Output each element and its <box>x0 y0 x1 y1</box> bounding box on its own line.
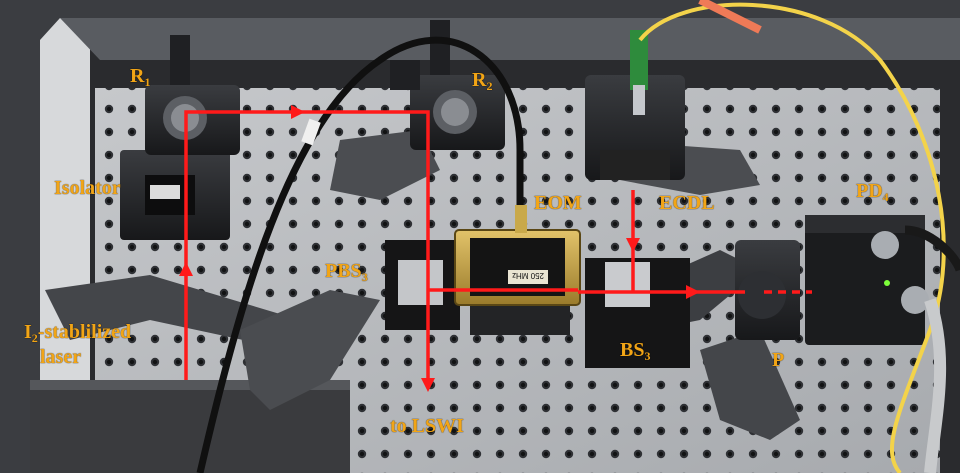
laser-i-base: I <box>24 321 32 343</box>
fiber-cable-yellow <box>638 2 946 473</box>
eom-frequency-text: 250 MHz <box>512 271 544 280</box>
label-pbs3: PBS3 <box>325 261 368 283</box>
bs3-base: BS <box>620 339 645 361</box>
label-to-lswi: to LSWI <box>390 416 464 436</box>
laser-rest: -stablilized <box>37 321 132 343</box>
label-isolator: Isolator <box>54 178 121 198</box>
laser-line-2: laser <box>24 345 131 369</box>
r1-sub: 1 <box>144 75 151 89</box>
laser-i-sub: 2 <box>31 331 38 345</box>
label-laser-source: I2-stablilized laser <box>24 320 131 369</box>
lswi-text: to LSWI <box>390 415 464 437</box>
ecdl-text: ECDL <box>659 192 715 214</box>
clamp-fork-bottom <box>240 290 380 410</box>
cable-gray <box>924 298 947 473</box>
label-bs3: BS3 <box>620 340 650 362</box>
label-r2: R2 <box>472 70 492 92</box>
label-ecdl: ECDL <box>659 193 715 213</box>
label-pd4: PD4 <box>856 181 889 203</box>
laser-line-1: I2-stablilized <box>24 320 131 345</box>
eom-text: EOM <box>534 192 582 214</box>
isolator-text: Isolator <box>54 177 121 199</box>
pbs3-sub: 3 <box>361 270 368 284</box>
p-text: P <box>772 349 785 371</box>
fiber-cable-black <box>196 36 524 473</box>
pd4-base: PD <box>856 180 883 202</box>
label-r1: R1 <box>130 66 150 88</box>
label-p: P <box>772 350 784 370</box>
r1-base: R <box>130 65 145 87</box>
laser-word: laser <box>40 346 82 369</box>
bs3-sub: 3 <box>644 349 651 363</box>
isolator-tag <box>150 185 180 199</box>
beam-arrows <box>179 105 700 392</box>
r2-base: R <box>472 69 487 91</box>
pd4-sub: 4 <box>882 190 889 204</box>
pbs3-base: PBS <box>325 260 362 282</box>
label-eom: EOM <box>534 193 582 213</box>
r2-sub: 2 <box>486 79 493 93</box>
